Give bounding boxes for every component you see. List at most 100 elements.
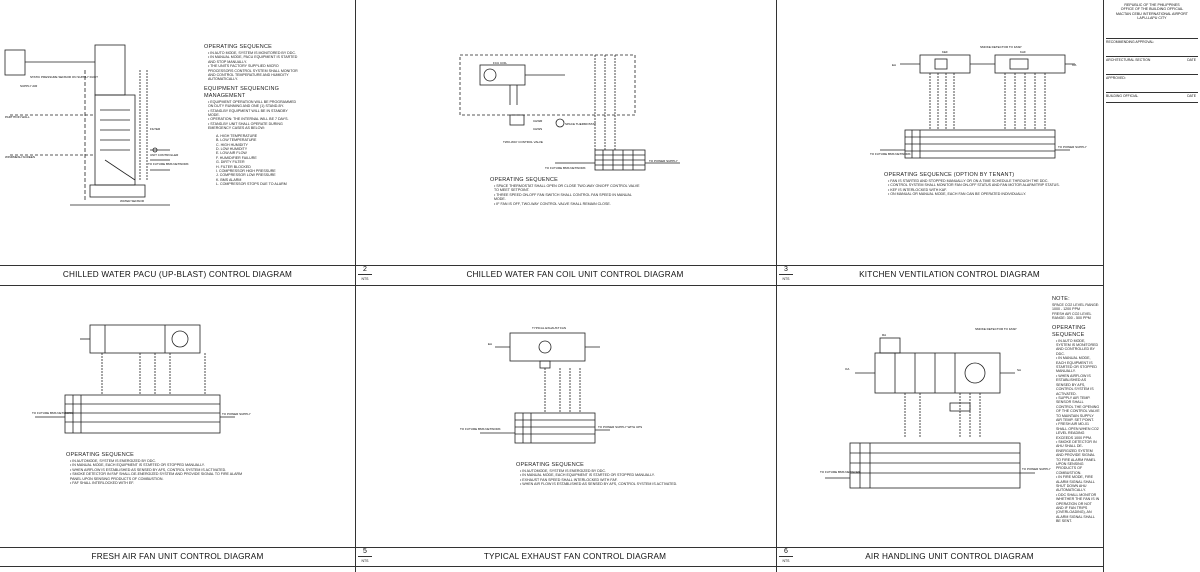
faf-diagram: TO FUTURE BMS NETWORK TO POWER SUPPLY: [32, 324, 251, 434]
grid-divider: [0, 265, 1103, 266]
sequence-heading: OPERATING SEQUENCE: [204, 44, 272, 50]
label-smoke-detector: SMOKE DETECTOR TO FASP: [975, 327, 1017, 331]
drawing-title: CHILLED WATER PACU (UP-BLAST) CONTROL DI…: [62, 270, 293, 279]
sequence-list: IN AUTOMODE, SYSTEM IS ENERGIZED BY DDC.…: [66, 459, 246, 485]
sequence-list: IN AUTO MODE, SYSTEM IS MONITORED AND CO…: [1052, 339, 1100, 524]
sequence-item: DDC SHALL MONITOR WHETHER THE FAN IS IN …: [1056, 493, 1100, 524]
label-to-bms: TO FUTURE BMS NETWORK: [870, 152, 911, 156]
drawing-scale: NTS: [361, 559, 369, 563]
alarm-item: F. HUMIDIFIER FAILURE: [216, 155, 257, 160]
kitchen-diagram: SMOKE DETECTOR TO FASP KEF KAF EA OA TO …: [870, 45, 1087, 159]
grid-divider: [0, 566, 1103, 567]
label-to-power: TO POWER SUPPLY: [1022, 467, 1051, 471]
sequence-item: THE UNITS FACTORY SUPPLIED MICRO PROCESS…: [208, 64, 299, 82]
alarm-list: A. HIGH TEMPERATURE B. LOW TEMPERATURE C…: [204, 134, 299, 187]
sequence-item: SPACE THERMOSTAT SHALL OPEN OR CLOSE TWO…: [494, 184, 640, 193]
drawing-title: AIR HANDLING UNIT CONTROL DIAGRAM: [865, 552, 1034, 561]
sequence-item: STAND-BY UNIT SHALL OPERATE DURING EMERG…: [208, 122, 299, 131]
note-item: FRESH AIR CO2 LEVEL RANGE: 300 - 500 PPM: [1052, 311, 1092, 321]
label-to-power: TO POWER SUPPLY: [222, 412, 251, 416]
sequence-item: THREE SPEED ON-OFF FAN SWITCH SHALL CONT…: [494, 193, 640, 202]
sequence-item: IN AUTO MODE, SYSTEM IS MONITORED AND CO…: [1056, 339, 1100, 357]
sequence-item: FAN IS STARTED AND STOPPED MANUALLY OR O…: [888, 179, 1064, 183]
alarm-item: A. HIGH TEMPERATURE: [216, 133, 258, 138]
sequence-list: IN AUTO MODE, SYSTEM IS MONITORED BY DDC…: [204, 51, 299, 82]
alarm-item: B. LOW TEMPERATURE: [216, 138, 257, 143]
label-chwr: CHWR: [533, 119, 543, 123]
sequence-heading: OPERATING SEQUENCE (OPTION BY TENANT): [884, 172, 1015, 178]
sequence-heading: OPERATING SEQUENCE: [1052, 324, 1086, 338]
label-kef: KEF: [942, 50, 948, 54]
fcu-sequence: OPERATING SEQUENCE SPACE THERMOSTAT SHAL…: [490, 177, 640, 206]
sequence-item: SUPPLY AIR TEMP. SENSOR SHALL CONTROL TH…: [1056, 396, 1100, 422]
sequence-list: FAN IS STARTED AND STOPPED MANUALLY OR O…: [884, 179, 1064, 197]
sequence-heading: OPERATING SEQUENCE: [490, 177, 558, 183]
header-line: OFFICE OF THE BUILDING OFFICIAL: [1120, 7, 1184, 12]
label-typical-exhaust: TYPICAL EXHAUST FAN: [532, 326, 566, 330]
sequence-heading: OPERATING SEQUENCE: [66, 452, 134, 458]
arch-section-label: ARCHITECTURAL SECTION: [1106, 58, 1151, 62]
date-label: DATE: [1187, 94, 1196, 98]
label-ea: EA: [488, 342, 492, 346]
label-supply-air: SUPPLY AIR: [20, 84, 38, 88]
label-windmesh: WINDMESH SCREEN: [5, 155, 35, 159]
approved-label: APPROVED:: [1106, 76, 1126, 80]
approved-row: APPROVED:: [1106, 74, 1198, 80]
pacu-sequence: OPERATING SEQUENCE IN AUTO MODE, SYSTEM …: [204, 44, 299, 187]
sequence-list: SPACE THERMOSTAT SHALL OPEN OR CLOSE TWO…: [490, 184, 640, 206]
title-block-header: REPUBLIC OF THE PHILIPPINES OFFICE OF TH…: [1104, 0, 1200, 20]
sequence-item: EXHAUST FAN SPEED SHALL INTERLOCKED WITH…: [520, 478, 696, 482]
drawing-number-box: 2 NTS: [358, 266, 372, 283]
sequence-item: EQUIPMENT OPERATION WILL BE PROGRAMMED O…: [208, 100, 299, 109]
label-static-pressure: STATIC PRESSURE SENSOR ON SUPPLY DUCT: [30, 75, 98, 79]
label-unit-controller: UNIT CONTROLLER: [150, 153, 179, 157]
label-valve: TWO-WAY CONTROL VALVE: [503, 140, 543, 144]
sequence-item: IN AUTOMODE, SYSTEM IS ENERGIZED BY DDC.: [70, 459, 246, 463]
note-item: SPACE CO2 LEVEL RANGE: 1000 - 1200 PPM: [1052, 303, 1100, 312]
date-label: DATE: [1187, 58, 1196, 62]
label-to-bms: TO FUTURE BMS NETWORK: [148, 162, 189, 166]
kitchen-sequence: OPERATING SEQUENCE (OPTION BY TENANT) FA…: [884, 172, 1064, 197]
label-to-bms: TO FUTURE BMS NETWORK: [545, 166, 586, 170]
building-official-label: BUILDING OFFICIAL: [1106, 94, 1139, 98]
label-smoke-detector: SMOKE DETECTOR TO FASP: [980, 45, 1022, 49]
sequence-item: OPERATION: THE INTERNAL WILL BE 7 DAYS.: [208, 117, 299, 121]
drawing-number-box: 3 NTS: [779, 266, 793, 283]
alarm-item: H. FILTER BLOCKED: [216, 164, 251, 169]
sequence-item: IF FAN IS OFF, TWO-WAY CONTROL VALVE SHA…: [494, 202, 640, 206]
label-kaf: KAF: [1020, 50, 1026, 54]
sequence-item: IN MANUAL MODE, EACH EQUIPMENT IS STARTE…: [520, 473, 696, 477]
alarm-item: J. COMPRESSOR LOW PRESSURE: [216, 173, 276, 178]
ahu-diagram: SMOKE DETECTOR TO FASP OA RA SA TO FUTUR…: [820, 327, 1051, 489]
grid-divider: [355, 0, 356, 572]
drawing-scale: NTS: [782, 559, 790, 563]
pacu-diagram: SUPPLY AIR STATIC PRESSURE SENSOR ON SUP…: [4, 44, 189, 206]
sequence-item: FAF SHALL INTERLOCKED WITH EF.: [70, 481, 246, 485]
sequence-item: SMOKE DETECTOR IN FAF SHALL DE-ENERGIZED…: [70, 472, 246, 481]
drawing-number: 6: [779, 548, 793, 557]
sequence-heading: OPERATING SEQUENCE: [516, 462, 584, 468]
header-line: MACTAN CEBU INTERNATIONAL AIRPORT: [1116, 11, 1188, 16]
label-partition-wall: PARTITION WALL: [5, 115, 30, 119]
label-to-bms: TO FUTURE BMS NETWORK: [460, 427, 501, 431]
sequence-item: IN FIRE MODE, FIRE ALARM SIGNAL SHALL SH…: [1056, 475, 1100, 493]
fcu-diagram: FCU COIL CHWR CHWS SPACE THERMOSTAT TWO-…: [459, 54, 680, 171]
label-filter: FILTER: [150, 127, 161, 131]
alarm-item: E. LOW AIR FLOW: [216, 151, 247, 156]
sequence-item: CONTROL SYSTEM SHALL MONITOR FAN ON-OFF …: [888, 183, 1064, 187]
sequence-item: STAND-BY EQUIPMENT WILL BE IN STANDBY MO…: [208, 109, 299, 118]
header-line: REPUBLIC OF THE PHILIPPINES: [1124, 3, 1180, 7]
exhaust-diagram: TYPICAL EXHAUST FAN EA TO FUTURE BMS NET…: [460, 326, 642, 444]
label-thermostat: SPACE THERMOSTAT: [565, 122, 596, 126]
title-block-divider: [1106, 102, 1198, 104]
sequence-item: SMOKE DETECTOR IN AHU SHALL DE-ENERGIZED…: [1056, 440, 1100, 475]
exhaust-sequence: OPERATING SEQUENCE IN AUTOMODE, SYSTEM I…: [516, 462, 696, 487]
grid-divider: [776, 0, 777, 572]
recommending-row: RECOMMENDING APPROVAL:: [1106, 38, 1198, 44]
drawing-number: 5: [358, 548, 372, 557]
sequence-item: WHEN AIRFLOW IS ESTABLISHED AS SENSED BY…: [1056, 374, 1100, 396]
label-to-power: TO POWER SUPPLY: [649, 159, 678, 163]
label-to-power: TO POWER SUPPLY WITH UPS: [598, 425, 642, 429]
drawing-title: CHILLED WATER FAN COIL UNIT CONTROL DIAG…: [466, 270, 684, 279]
